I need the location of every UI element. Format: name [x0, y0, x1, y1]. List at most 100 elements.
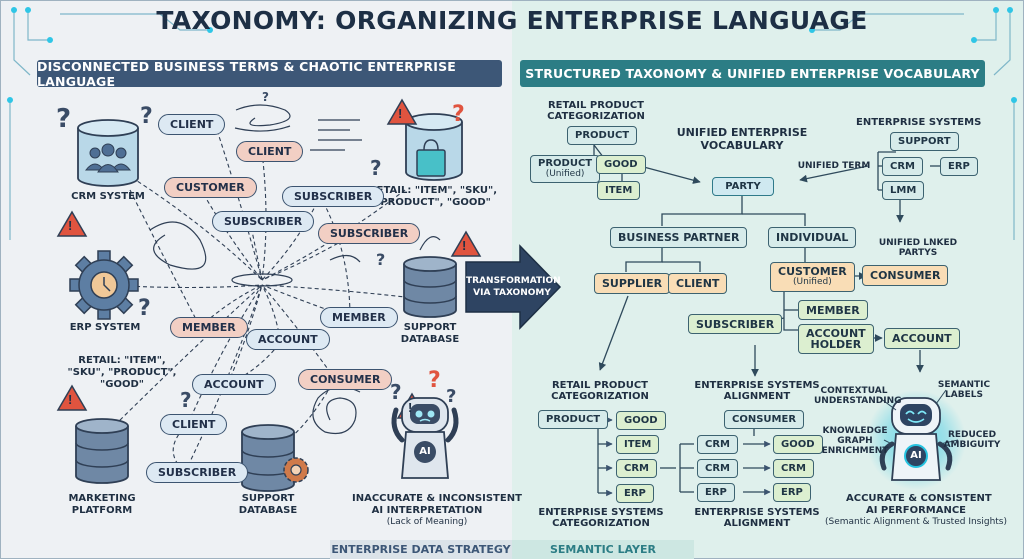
question-icon: ? — [262, 90, 269, 104]
node-product: PRODUCT — [538, 410, 609, 429]
node-crm: CRM — [882, 157, 923, 176]
footer-left-label: ENTERPRISE DATA STRATEGY — [331, 543, 511, 556]
support-db-label-line1: SUPPORT — [403, 322, 457, 333]
retail-b-label-line2: "SKU", "PRODUCT", — [67, 367, 177, 378]
question-icon: ? — [446, 386, 457, 407]
semantic-labels-line2: LABELS — [945, 390, 983, 400]
unified-linked-label-line1: UNIFIED LNKED — [878, 238, 958, 248]
erp-system-label: ERP SYSTEM — [69, 322, 141, 333]
term-account: ACCOUNT — [192, 374, 276, 395]
node-crm: CRM — [773, 459, 814, 478]
ai-interpretation-note: (Lack of Meaning) — [386, 517, 468, 527]
node-supplier: SUPPLIER — [594, 273, 671, 294]
term-subscriber: SUBSCRIBER — [282, 186, 385, 207]
reduced-ambiguity-line2: AMBIGUITY — [943, 440, 1001, 450]
page-title: TAXONOMY: ORGANIZING ENTERPRISE LANGUAGE — [156, 6, 868, 35]
term-subscriber: SUBSCRIBER — [146, 462, 249, 483]
enterprise-systems-heading: ENTERPRISE SYSTEMS — [856, 117, 982, 128]
node-erp: ERP — [697, 483, 735, 502]
node-account-holder-line2: HOLDER — [810, 338, 862, 351]
question-icon: ? — [452, 102, 465, 127]
circuit-decoration — [9, 10, 1015, 240]
node-individual: INDIVIDUAL — [768, 227, 857, 248]
warning-icon: ! — [398, 106, 403, 121]
retail-bottom-foot-line2: CATEGORIZATION — [552, 518, 650, 529]
ai-badge-right: AI — [910, 450, 922, 461]
node-customer-note: (Unified) — [792, 277, 832, 287]
node-product-unified-note: (Unified) — [545, 169, 585, 179]
node-subscriber: SUBSCRIBER — [688, 314, 783, 334]
node-customer-unified: CUSTOMER (Unified) — [770, 262, 855, 292]
node-consumer: CONSUMER — [862, 265, 949, 286]
left-section-banner: DISCONNECTED BUSINESS TERMS & CHAOTIC EN… — [37, 59, 502, 89]
unified-linked-label-line2: PARTYS — [898, 248, 938, 258]
question-icon: ? — [376, 250, 386, 269]
term-member: MEMBER — [170, 317, 248, 338]
node-account: ACCOUNT — [884, 328, 960, 349]
term-subscriber: SUBSCRIBER — [318, 223, 421, 244]
unified-term-label: UNIFIED TERM — [797, 161, 871, 171]
ai-performance-line1: ACCURATE & CONSISTENT — [846, 493, 992, 504]
contextual-understanding-line2: UNDERSTANDING — [814, 396, 902, 406]
reduced-ambiguity-line1: REDUCED — [947, 430, 997, 440]
question-icon: ? — [56, 104, 72, 134]
support-db-label-line2: DATABASE — [400, 334, 460, 345]
node-crm: CRM — [697, 435, 738, 454]
question-icon: ? — [140, 104, 153, 129]
retail-label-line2: "PRODUCT", "GOOD" — [375, 197, 491, 208]
node-good: GOOD — [596, 155, 646, 174]
ai-interpretation-line1: INACCURATE & INCONSISTENT — [352, 493, 522, 504]
node-crm: CRM — [616, 459, 657, 478]
circuit-nodes — [7, 7, 1017, 103]
term-client: CLIENT — [160, 414, 228, 435]
transformation-label-line2: VIA TAXONOMY — [473, 288, 551, 298]
retail-b-label-line3: "GOOD" — [100, 379, 144, 390]
node-good: GOOD — [616, 411, 666, 430]
confused-robot-icon — [391, 397, 459, 479]
question-icon: ? — [428, 368, 441, 393]
robot-icon — [866, 390, 966, 490]
node-good: GOOD — [773, 435, 823, 454]
crm-database-icon — [77, 119, 139, 187]
ai-callout-lines — [879, 389, 959, 445]
term-customer: CUSTOMER — [164, 177, 257, 198]
node-support: SUPPORT — [890, 132, 959, 151]
warning-icon: ! — [68, 392, 73, 407]
right-section-banner: STRUCTURED TAXONOMY & UNIFIED ENTERPRISE… — [520, 60, 985, 87]
align-bottom-heading-line2: ALIGNMENT — [723, 391, 791, 402]
vocab-heading-line1: UNIFIED ENTERPRISE — [676, 126, 808, 139]
node-crm: CRM — [697, 459, 738, 478]
warning-icon: ! — [68, 218, 73, 233]
node-item: ITEM — [616, 435, 660, 454]
term-account: ACCOUNT — [246, 329, 330, 350]
support-database-bottom-icon — [241, 424, 309, 492]
node-customer-label: CUSTOMER — [778, 265, 847, 278]
align-bottom-heading-line1: ENTERPRISE SYSTEMS — [694, 380, 820, 391]
knowledge-graph-line1: KNOWLEDGE — [822, 426, 888, 436]
node-business-partner: BUSINESS PARTNER — [610, 227, 748, 248]
node-erp: ERP — [616, 484, 654, 503]
vocab-heading-line2: VOCABULARY — [700, 139, 784, 152]
term-client: CLIENT — [158, 114, 226, 135]
small-gear-icon — [283, 457, 309, 483]
node-item: ITEM — [597, 181, 641, 200]
shopping-bag-icon — [416, 139, 446, 177]
node-product-unified-label: PRODUCT — [538, 158, 593, 169]
ai-badge-left: AI — [419, 446, 431, 457]
question-icon: ? — [180, 388, 192, 412]
transformation-label-line1: TRANSFORMATION — [466, 276, 561, 286]
node-product: PRODUCT — [567, 126, 638, 145]
retail-bottom-heading-line1: RETAIL PRODUCT — [551, 380, 648, 391]
node-party: PARTY — [712, 177, 774, 196]
node-account-holder: ACCOUNT HOLDER — [798, 324, 874, 354]
term-consumer: CONSUMER — [298, 369, 393, 390]
question-icon: ? — [138, 296, 151, 321]
knowledge-graph-line2: GRAPH — [837, 436, 873, 446]
retail-database-icon — [405, 113, 463, 181]
term-subscriber: SUBSCRIBER — [212, 211, 315, 232]
gear-icon — [69, 250, 139, 320]
node-lmm: LMM — [882, 181, 925, 200]
node-erp: ERP — [940, 157, 978, 176]
node-member: MEMBER — [798, 300, 868, 320]
